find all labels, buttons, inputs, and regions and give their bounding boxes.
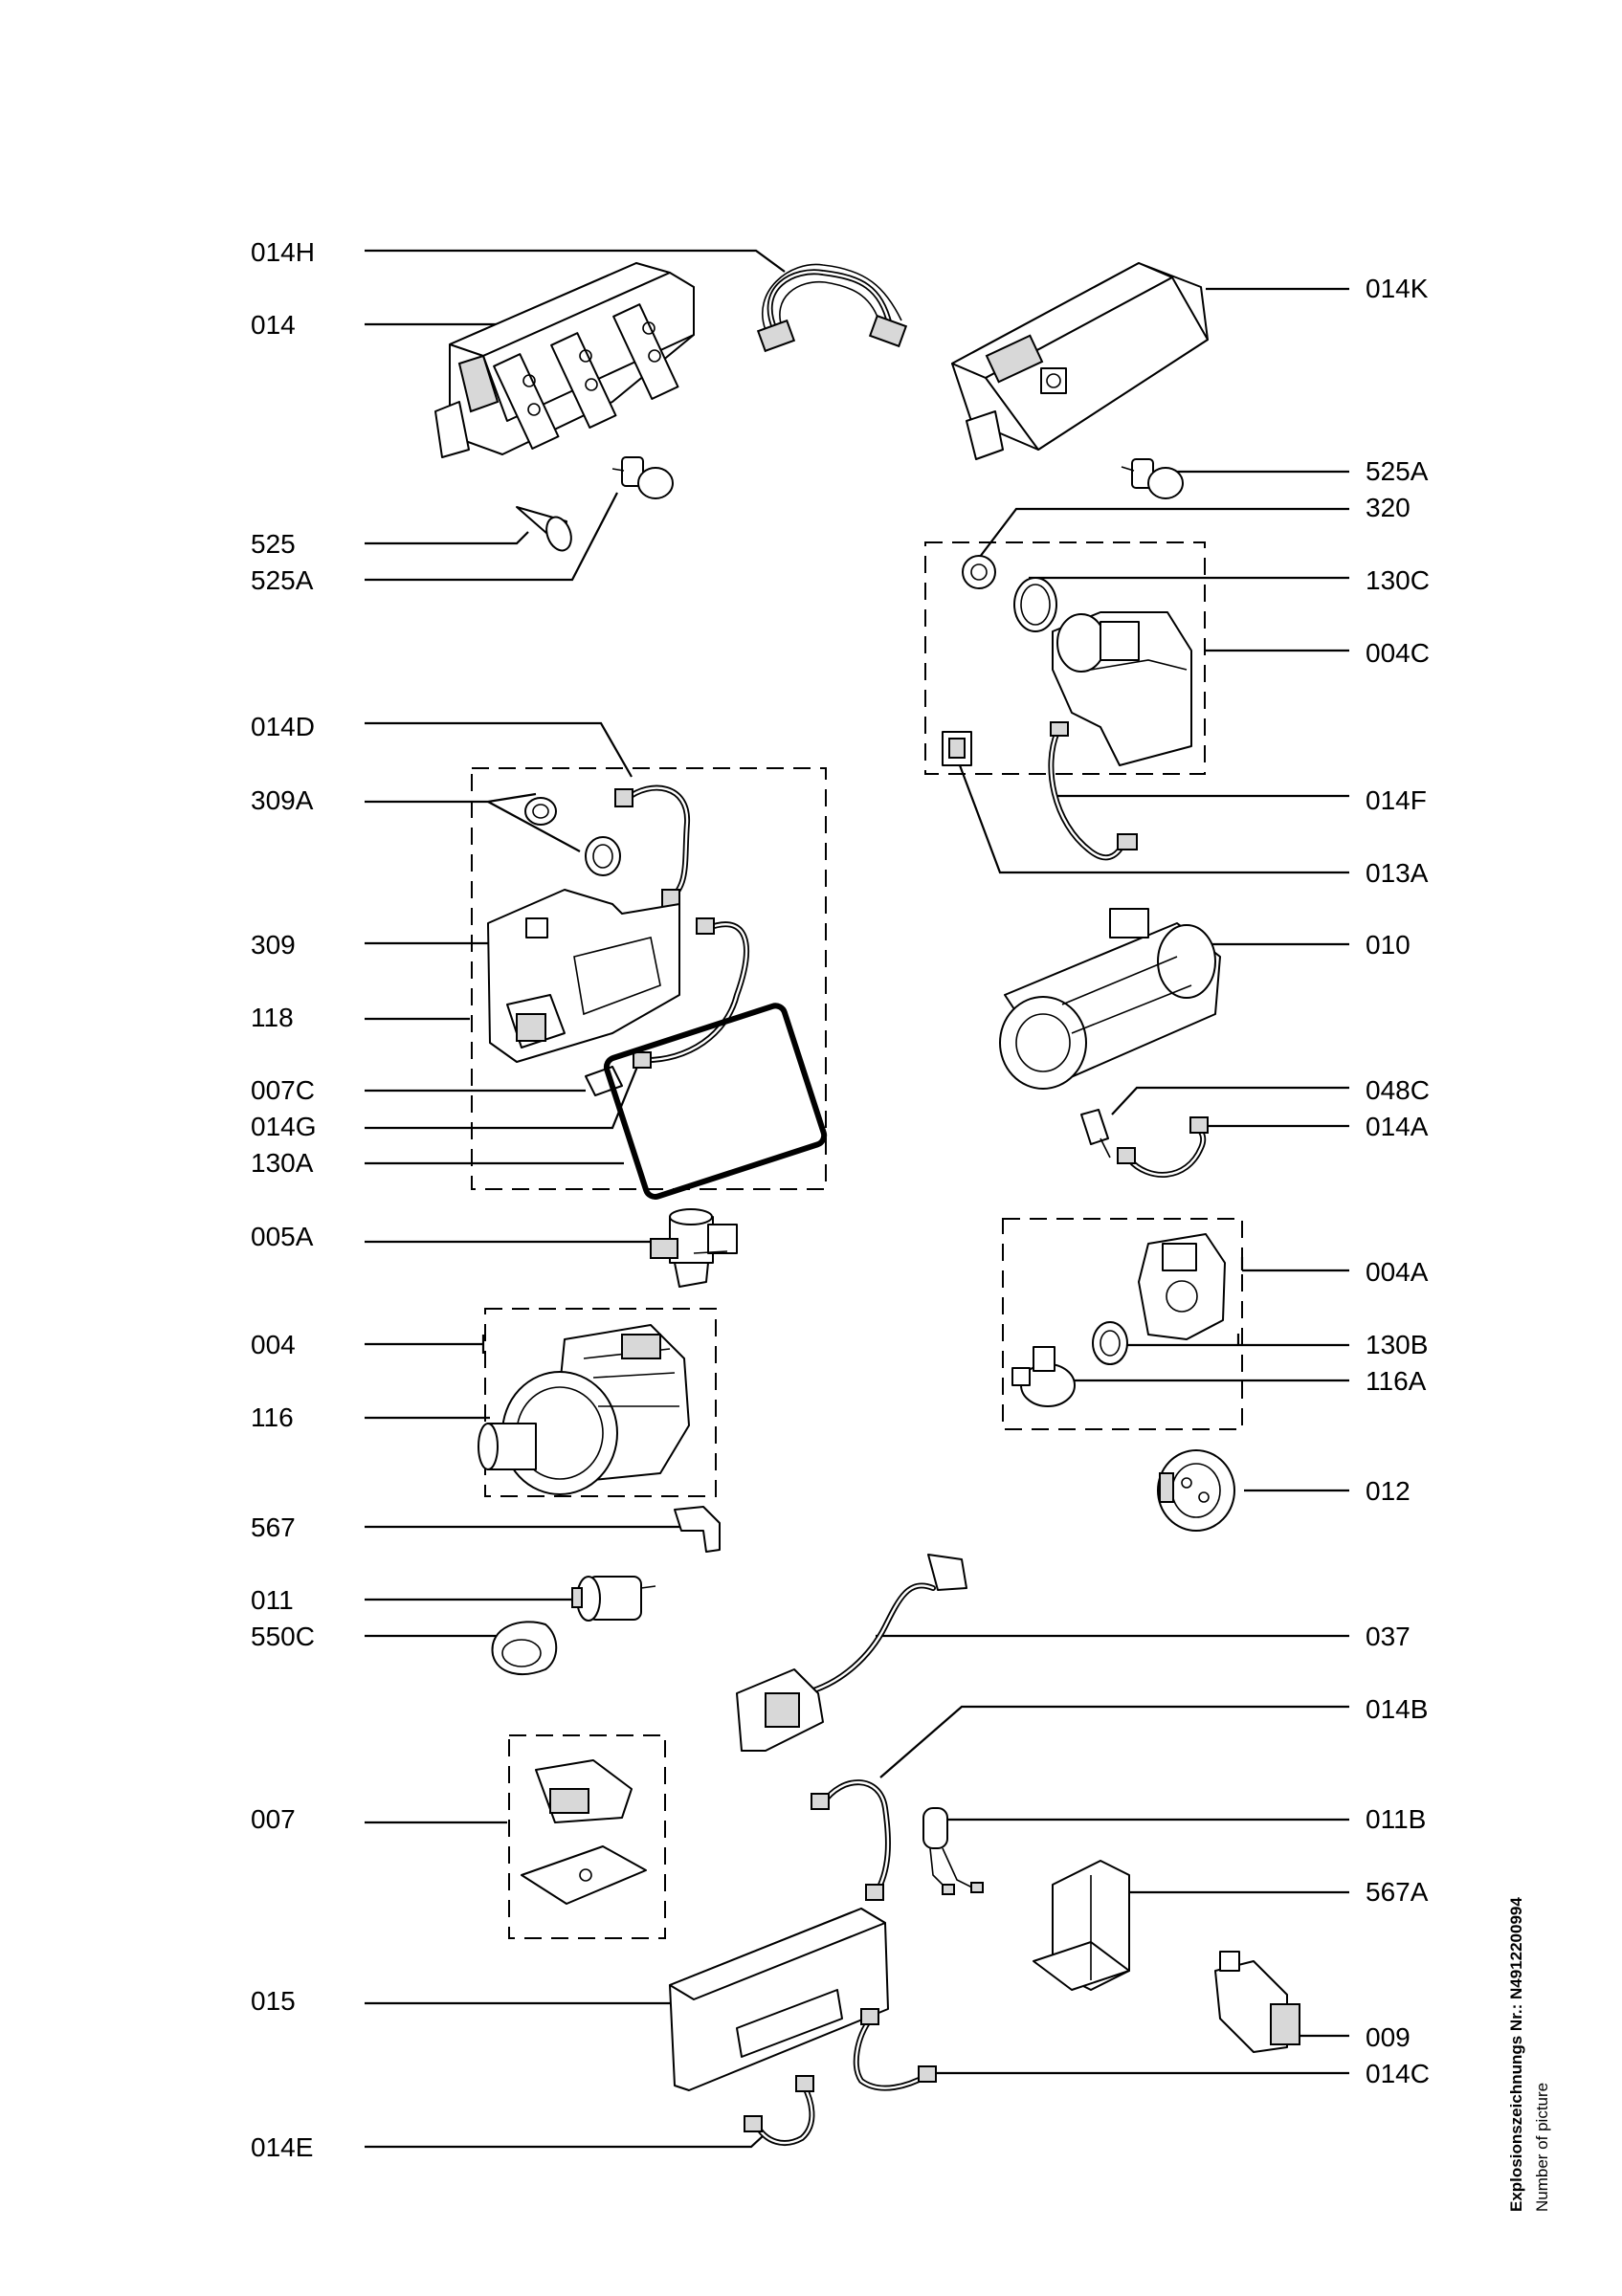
group-boxes <box>471 541 1243 1939</box>
label-567: 567 <box>251 1512 296 1542</box>
label-004c: 004C <box>1366 638 1430 668</box>
label-014k: 014K <box>1366 274 1429 303</box>
group-box-004 <box>484 1308 717 1497</box>
label-116: 116 <box>251 1402 294 1432</box>
part-007-assembly <box>521 1759 647 1905</box>
part-010-heater <box>999 908 1221 1090</box>
part-004a-switch <box>1011 1233 1226 1407</box>
part-048c-sensor <box>1080 1109 1111 1159</box>
label-009: 009 <box>1366 2022 1411 2052</box>
leader-lines <box>365 249 1349 2149</box>
part-014h-wire-harness <box>756 263 908 353</box>
label-116a: 116A <box>1366 1366 1427 1396</box>
part-567-clip <box>674 1506 721 1553</box>
part-525-knob <box>516 506 572 552</box>
label-007: 007 <box>251 1804 296 1834</box>
label-014d: 014D <box>251 712 315 741</box>
left-labels: 014H 014 525 525A 014D 309A 309 118 007C… <box>251 237 317 2162</box>
label-525a: 525A <box>251 565 314 595</box>
part-014b-wire <box>811 1779 891 1901</box>
part-118-softener <box>487 784 828 1200</box>
part-004c-housing <box>942 555 1192 861</box>
part-015-cover <box>669 1908 889 2091</box>
label-007c: 007C <box>251 1075 315 1105</box>
picture-caption: Number of picture <box>1533 2083 1551 2212</box>
label-525: 525 <box>251 529 296 559</box>
part-011b-capacitor <box>922 1807 984 1895</box>
drawing-number: Explosionszeichnungs Nr.: N4912200994 <box>1507 1897 1525 2212</box>
label-014: 014 <box>251 310 296 340</box>
part-014e-wire <box>744 2075 815 2146</box>
label-130a: 130A <box>251 1148 314 1178</box>
group-box-004a <box>1002 1218 1243 1430</box>
part-014k-control-module <box>951 262 1209 460</box>
label-011b: 011B <box>1366 1804 1426 1834</box>
part-014c-wire <box>853 2008 937 2091</box>
part-011-motor <box>571 1576 656 1622</box>
label-309: 309 <box>251 930 296 960</box>
label-004a: 004A <box>1366 1257 1429 1287</box>
part-014-control-module <box>434 262 695 458</box>
right-labels: 014K 525A 320 130C 004C 014F 013A 010 04… <box>1366 274 1430 2088</box>
label-130b: 130B <box>1366 1330 1428 1359</box>
label-014b: 014B <box>1366 1694 1428 1724</box>
label-015: 015 <box>251 1986 296 2016</box>
part-037-mains-cable <box>736 1554 967 1752</box>
label-014e: 014E <box>251 2132 313 2162</box>
label-309a: 309A <box>251 785 314 815</box>
label-014f: 014F <box>1366 785 1427 815</box>
label-014h: 014H <box>251 237 315 267</box>
label-320: 320 <box>1366 493 1411 522</box>
label-130c: 130C <box>1366 565 1430 595</box>
label-014g: 014G <box>251 1112 317 1141</box>
label-550c: 550C <box>251 1622 315 1651</box>
label-013a: 013A <box>1366 858 1429 888</box>
group-box-007 <box>508 1734 666 1939</box>
label-525a-right: 525A <box>1366 456 1429 486</box>
group-box-004c <box>924 541 1206 775</box>
label-011: 011 <box>251 1585 294 1615</box>
label-567a: 567A <box>1366 1877 1429 1907</box>
label-005a: 005A <box>251 1222 314 1251</box>
label-010: 010 <box>1366 930 1411 960</box>
part-009-relay <box>1214 1951 1300 2053</box>
part-005a-valve <box>650 1208 738 1288</box>
label-014c: 014C <box>1366 2059 1430 2088</box>
part-004-pump <box>478 1324 690 1495</box>
label-118: 118 <box>251 1003 294 1032</box>
label-014a: 014A <box>1366 1112 1429 1141</box>
label-048c: 048C <box>1366 1075 1430 1105</box>
part-550c-cap <box>491 1621 558 1675</box>
label-012: 012 <box>1366 1476 1411 1506</box>
label-037: 037 <box>1366 1622 1411 1651</box>
part-525a-button-right <box>1121 458 1184 499</box>
label-004: 004 <box>251 1330 296 1359</box>
part-567a-bracket <box>1033 1860 1130 1991</box>
part-014a-wire <box>1117 1116 1209 1178</box>
part-525a-button-left <box>611 456 674 499</box>
part-012-pressure-switch <box>1157 1449 1235 1532</box>
